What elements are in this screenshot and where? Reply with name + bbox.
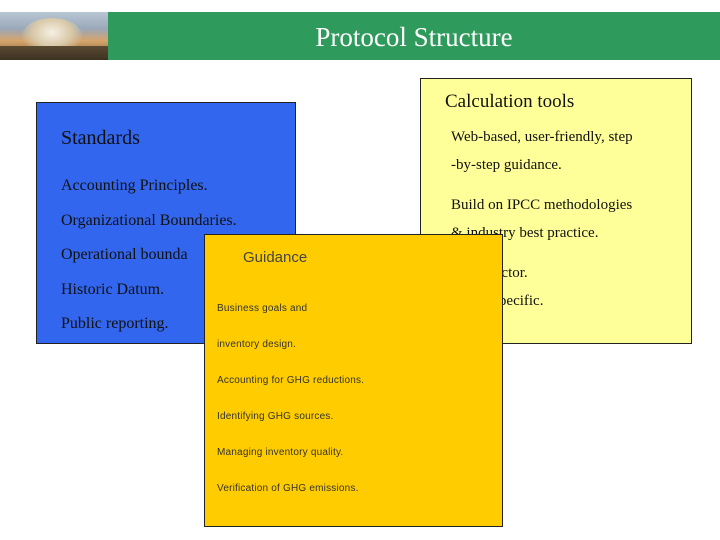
guidance-item: inventory design. (217, 337, 364, 373)
calculation-tools-title: Calculation tools (445, 91, 574, 113)
guidance-item: Verification of GHG emissions. (217, 481, 364, 517)
smoke-cloud-logo-icon (0, 12, 108, 60)
ground-shape (0, 46, 108, 60)
calculation-tools-line: -by-step guidance. (451, 151, 633, 179)
guidance-title: Guidance (243, 249, 307, 266)
guidance-item: Business goals and (217, 301, 364, 337)
guidance-item: Accounting for GHG reductions. (217, 373, 364, 409)
page-title: Protocol Structure (108, 12, 720, 60)
standards-title: Standards (61, 127, 140, 150)
guidance-panel: Guidance Business goals and inventory de… (204, 234, 503, 527)
standards-item: Accounting Principles. (61, 175, 237, 210)
guidance-item: Managing inventory quality. (217, 445, 364, 481)
guidance-item: Identifying GHG sources. (217, 409, 364, 445)
calculation-tools-line: Build on IPCC methodologies (451, 191, 633, 219)
guidance-list: Business goals and inventory design. Acc… (217, 301, 364, 517)
calculation-tools-line: Web-based, user-friendly, step (451, 123, 633, 151)
calculation-tools-item: Web-based, user-friendly, step -by-step … (451, 123, 633, 179)
